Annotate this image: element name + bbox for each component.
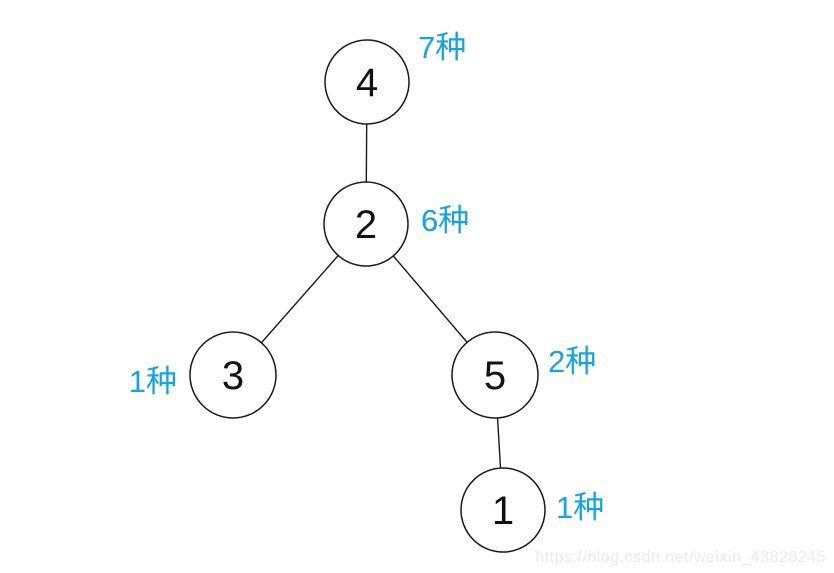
node-5-annotation: 2种 xyxy=(548,344,596,379)
node-4-value: 4 xyxy=(356,61,378,105)
node-4-annotation: 7种 xyxy=(418,30,466,65)
node-2-circle xyxy=(323,181,409,267)
watermark-url: https://blog.csdn.net/weixin_43828245 xyxy=(535,549,826,566)
node-3-circle xyxy=(189,331,277,419)
node-1-value: 1 xyxy=(492,489,514,533)
node-1-annotation: 1种 xyxy=(556,490,604,525)
node-5-value: 5 xyxy=(484,354,506,398)
node-3-annotation: 1种 xyxy=(129,364,177,399)
node-2-annotation: 6种 xyxy=(421,203,469,238)
node-5-circle xyxy=(451,331,539,419)
node-4-circle xyxy=(324,39,410,125)
node-2-value: 2 xyxy=(355,203,377,247)
node-1-circle xyxy=(460,467,546,553)
node-3-value: 3 xyxy=(222,354,244,398)
